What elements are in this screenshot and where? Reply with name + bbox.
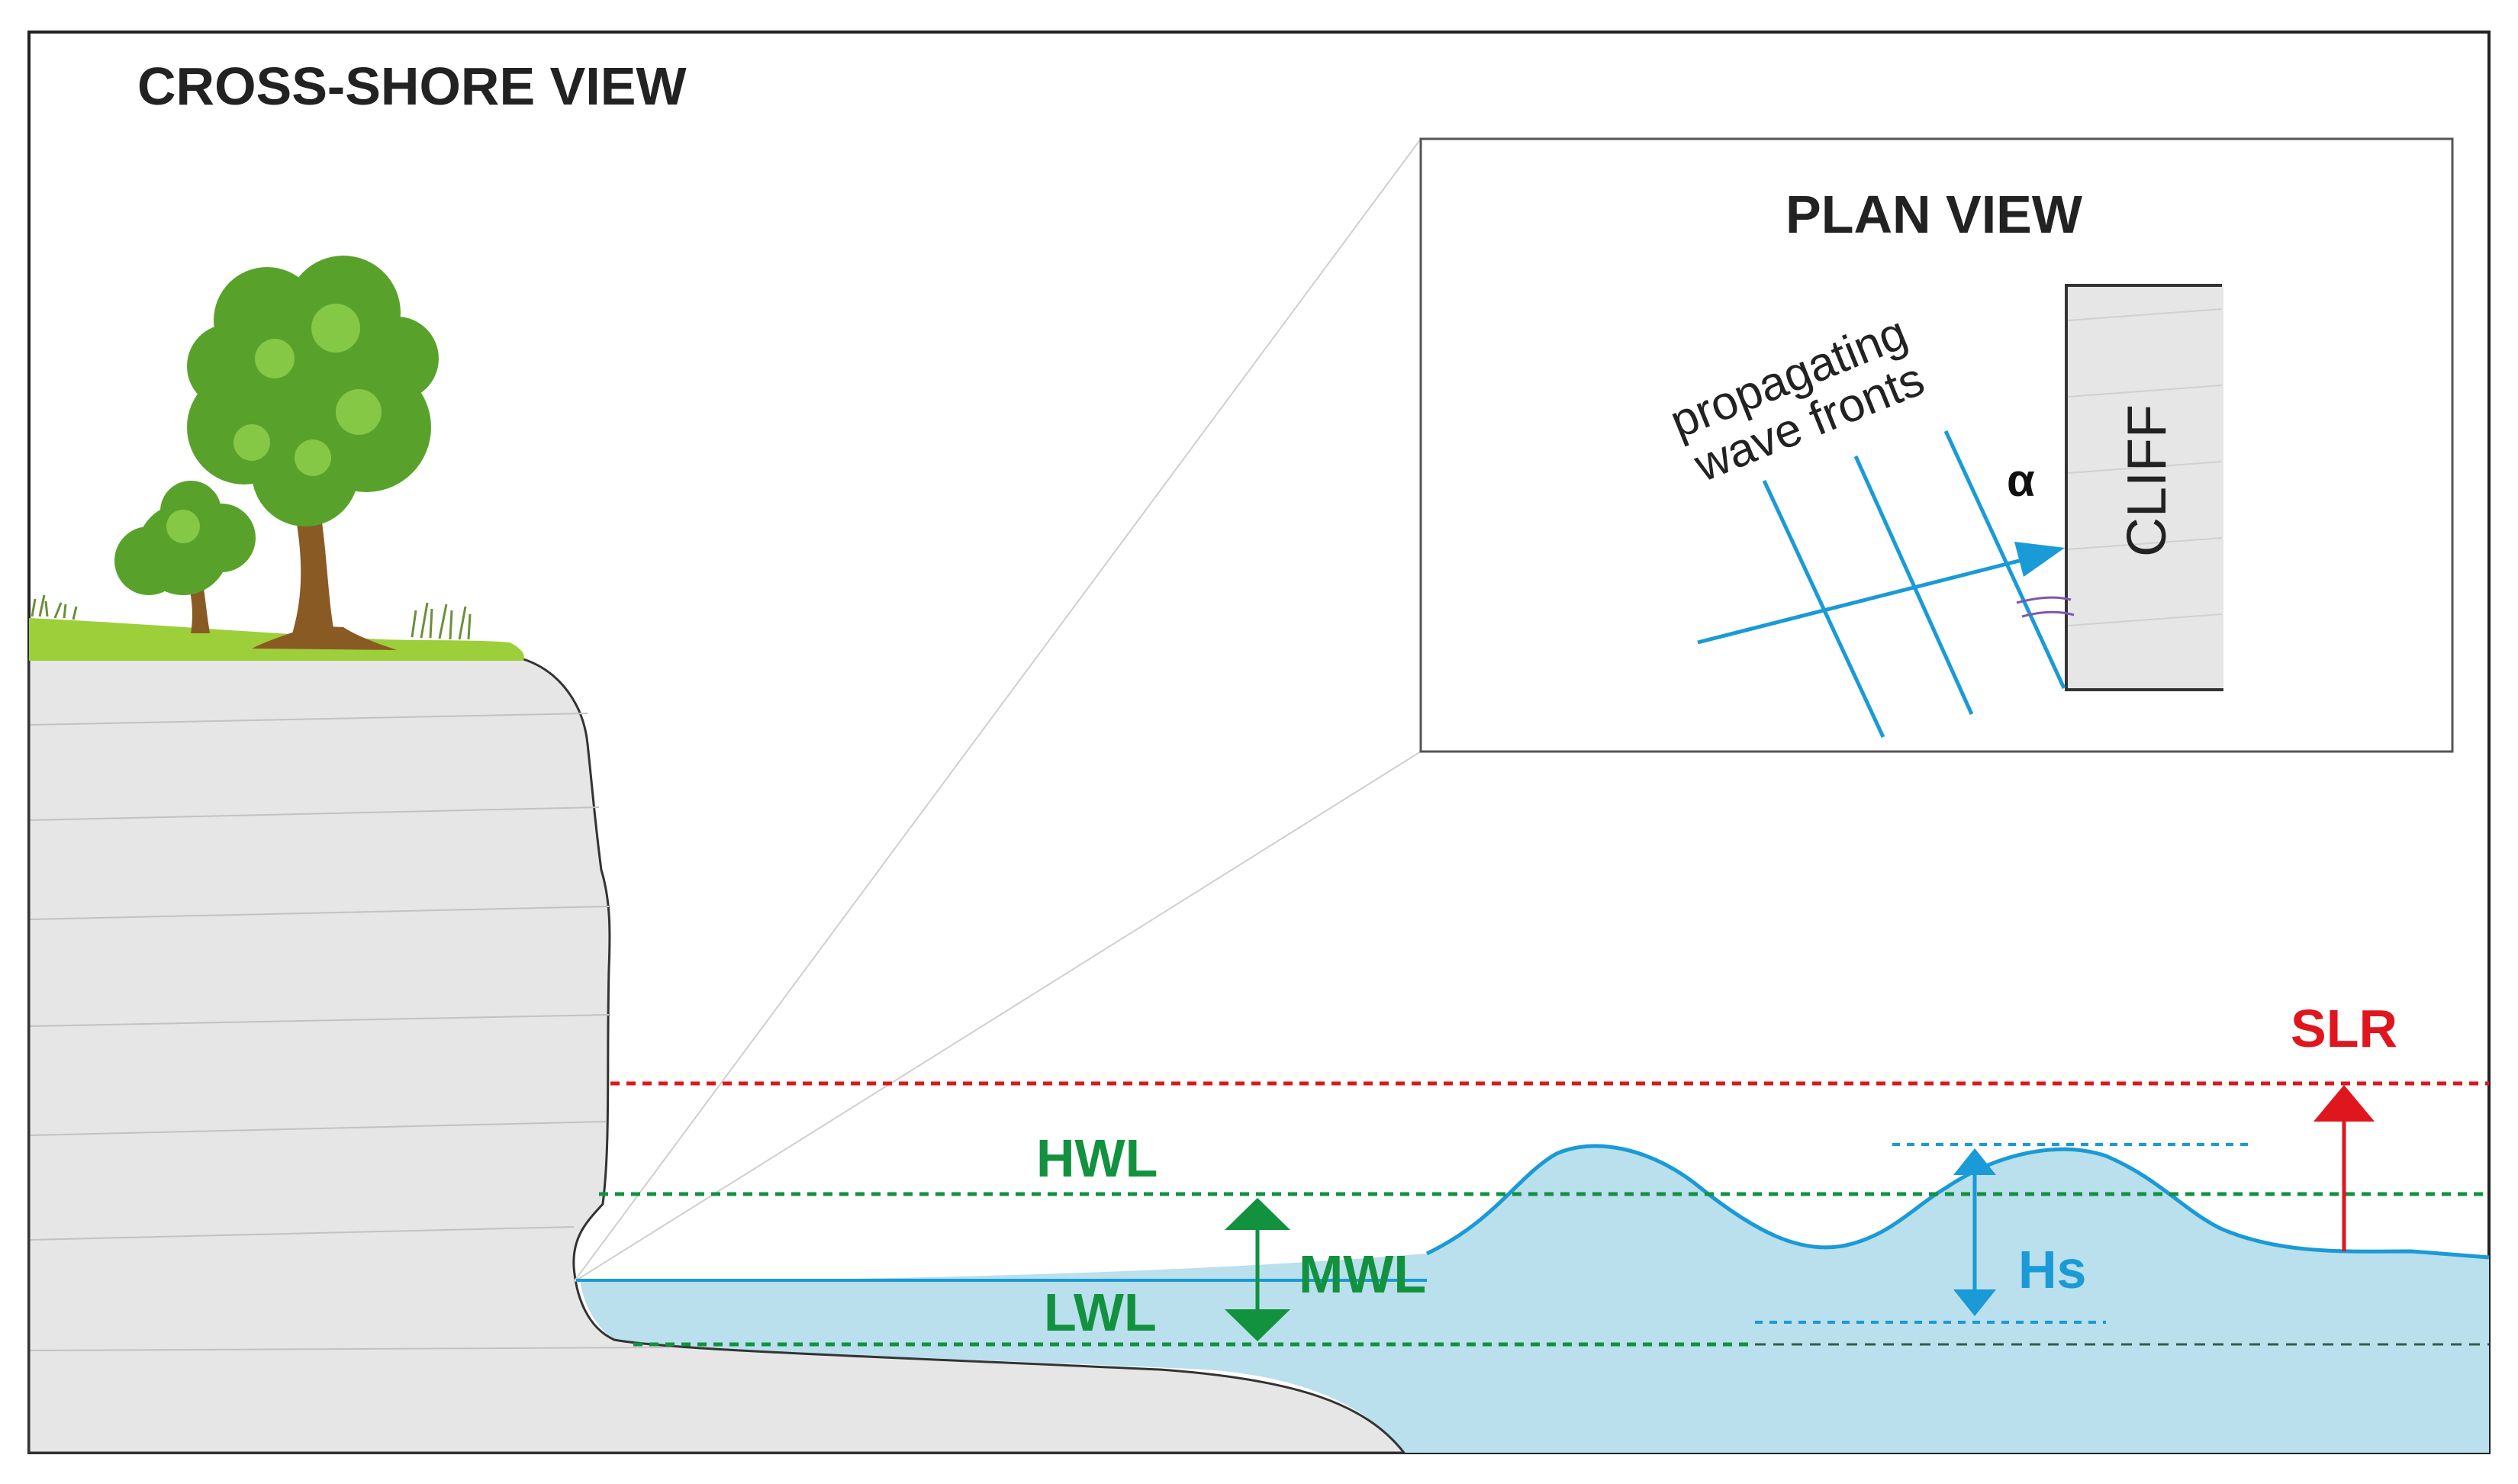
tidal-range-arrow bbox=[1225, 1198, 1290, 1341]
plan-view-inset: PLAN VIEW CLIFF α propagating wave fro bbox=[1419, 137, 2454, 753]
slr-arrow bbox=[2314, 1085, 2375, 1251]
alpha-label: α bbox=[2007, 455, 2035, 506]
mwl-label: MWL bbox=[1299, 1244, 1426, 1304]
propagation-ray bbox=[1697, 558, 2023, 645]
slr-label: SLR bbox=[2291, 999, 2397, 1058]
plan-view-title: PLAN VIEW bbox=[1785, 185, 2082, 244]
plan-cliff-outline bbox=[2065, 284, 2223, 691]
sea-body bbox=[580, 1145, 2489, 1453]
hwl-label: HWL bbox=[1036, 1128, 1158, 1188]
angle-arc-marks bbox=[2016, 596, 2075, 618]
plan-cliff-label: CLIFF bbox=[2117, 404, 2178, 557]
tree-illustration-icon bbox=[114, 256, 439, 650]
cliff-body bbox=[27, 658, 1407, 1454]
grass-tuft-icon bbox=[31, 594, 472, 640]
lwl-label: LWL bbox=[1044, 1283, 1157, 1342]
hs-arrow bbox=[1953, 1148, 1996, 1316]
cliff-strata bbox=[30, 713, 672, 1351]
propagation-arrowhead bbox=[2014, 542, 2065, 577]
wave-surface-profile bbox=[1425, 1144, 2490, 1260]
hs-label: Hs bbox=[2018, 1240, 2086, 1299]
cross-shore-title: CROSS-SHORE VIEW bbox=[137, 56, 687, 116]
plan-cliff-block bbox=[2066, 284, 2223, 690]
